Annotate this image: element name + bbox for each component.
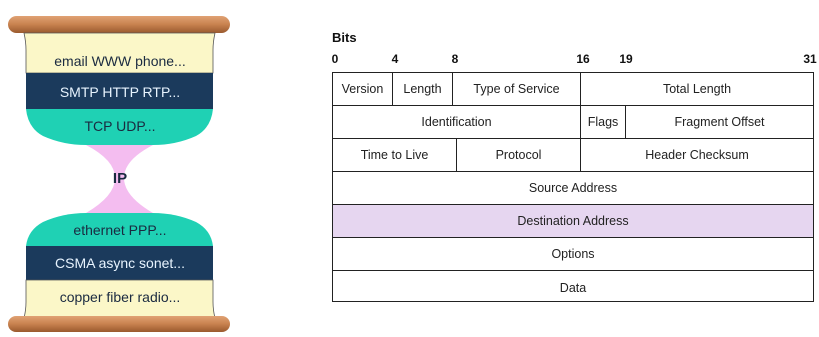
layer-ip-shape — [86, 145, 153, 213]
field-flags: Flags — [581, 106, 626, 138]
header-row-5: Destination Address — [333, 205, 813, 238]
protocol-hourglass: email WWW phone... SMTP HTTP RTP... TCP … — [0, 0, 240, 332]
bits-label: Bits — [332, 30, 357, 45]
field-length: Length — [393, 73, 453, 105]
bit-number-19: 19 — [619, 52, 633, 66]
field-source-address: Source Address — [528, 181, 618, 195]
bit-number-0: 0 — [331, 52, 339, 66]
bit-number-8: 8 — [451, 52, 459, 66]
hourglass-layer-transport: TCP UDP... — [84, 118, 156, 134]
header-row-2: Identification Flags Fragment Offset — [333, 106, 813, 139]
ipv4-header-table: Version Length Type of Service Total Len… — [332, 72, 814, 302]
field-version: Version — [333, 73, 393, 105]
header-row-3: Time to Live Protocol Header Checksum — [333, 139, 813, 172]
layer-access-shape — [26, 246, 213, 280]
hourglass-layer-link: ethernet PPP... — [73, 222, 167, 238]
hourglass-layer-protocols: SMTP HTTP RTP... — [59, 84, 181, 100]
field-total-length: Total Length — [662, 82, 732, 96]
field-identification: Identification — [333, 106, 581, 138]
hourglass-layer-application: email WWW phone... — [54, 53, 186, 69]
header-row-4: Source Address — [333, 172, 813, 205]
layer-protocols-shape — [26, 73, 213, 109]
header-row-1: Version Length Type of Service Total Len… — [333, 73, 813, 106]
hourglass-drawing — [8, 16, 230, 332]
header-row-7: Data — [333, 271, 813, 304]
field-fragment-offset: Fragment Offset — [674, 115, 765, 129]
layer-link-shape — [26, 213, 213, 246]
bottom-rod — [8, 316, 230, 332]
top-rod — [8, 16, 230, 33]
field-time-to-live: Time to Live — [333, 139, 457, 171]
field-type-of-service: Type of Service — [453, 73, 581, 105]
hourglass-layer-physical: copper fiber radio... — [59, 289, 181, 305]
field-data: Data — [559, 280, 587, 295]
field-protocol: Protocol — [457, 139, 581, 171]
field-header-checksum: Header Checksum — [645, 148, 749, 162]
hourglass-layer-ip: IP — [112, 170, 128, 187]
bit-number-31: 31 — [803, 52, 817, 66]
hourglass-layer-access: CSMA async sonet... — [55, 255, 185, 271]
layer-transport-shape — [26, 109, 213, 145]
bit-number-16: 16 — [576, 52, 590, 66]
bit-number-4: 4 — [391, 52, 399, 66]
field-options: Options — [551, 247, 595, 261]
field-destination-address: Destination Address — [517, 214, 629, 228]
header-row-6: Options — [333, 238, 813, 271]
